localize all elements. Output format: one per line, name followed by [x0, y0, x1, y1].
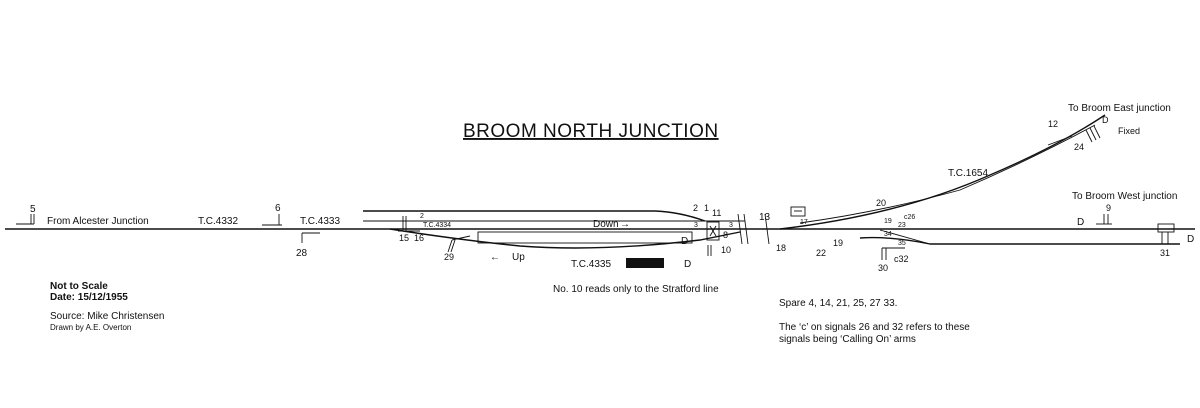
note-stratford: No. 10 reads only to the Stratford line [553, 284, 719, 295]
label-15: 15 [399, 233, 409, 243]
label-8: 8 [723, 230, 728, 240]
label-17: 17 [800, 219, 808, 226]
label-from-alcester: From Alcester Junction [47, 216, 149, 227]
label-c32: c32 [894, 254, 909, 264]
label-24: 24 [1074, 142, 1084, 152]
label-22: 22 [816, 248, 826, 258]
label-tc4334: T.C.4334 [423, 222, 451, 229]
note-source: Source: Mike Christensen [50, 311, 165, 322]
note-calling-on-2: signals being ‘Calling On’ arms [779, 334, 916, 345]
crossing-mark-1 [737, 213, 743, 245]
crossover-west [879, 229, 931, 245]
down-loop-connection [654, 210, 706, 222]
label-d-west: D [1077, 217, 1084, 228]
label-to-broom-west: To Broom West junction [1072, 191, 1177, 202]
signal-31 [1157, 223, 1175, 244]
label-3: 3 [694, 222, 698, 229]
label-to-broom-east: To Broom East junction [1068, 103, 1171, 114]
note-spare: Spare 4, 14, 21, 25, 27 33. [779, 298, 897, 309]
label-1: 1 [704, 203, 709, 213]
label-tc4335: T.C.4335 [571, 259, 611, 270]
diagram-title: BROOM NORTH JUNCTION [463, 121, 719, 142]
track-layout [5, 114, 1195, 268]
signal-8-10 [706, 221, 720, 256]
label-down: Down [593, 219, 619, 230]
signal-9 [1096, 214, 1112, 225]
label-d-end: D [1187, 234, 1194, 245]
signal-15-16 [398, 216, 420, 232]
branch-broom-east-inner [799, 124, 1096, 224]
signal-28 [301, 232, 320, 243]
signal-30 [881, 247, 905, 260]
label-18: 18 [776, 243, 786, 253]
note-calling-on-1: The ‘c’ on signals 26 and 32 refers to t… [779, 322, 970, 333]
down-arrow: → [620, 219, 630, 230]
label-34: 34 [884, 231, 892, 238]
label-12: 12 [1048, 119, 1058, 129]
up-arrow: ← [490, 252, 500, 263]
label-fixed: Fixed [1118, 126, 1140, 136]
note-date: Date: 15/12/1955 [50, 292, 128, 303]
signals [16, 125, 1175, 260]
label-6: 6 [275, 203, 281, 214]
signal-29 [447, 235, 471, 253]
ground-frame-box [790, 206, 806, 217]
label-d-east: D [1102, 115, 1109, 125]
label-c26: c26 [904, 214, 915, 221]
label-5: 5 [30, 204, 36, 215]
label-16: 16 [414, 233, 424, 243]
label-31: 31 [1160, 248, 1170, 258]
label-19-upper: 19 [884, 218, 892, 225]
label-d-lower: D [684, 259, 691, 270]
platform-outline [477, 231, 693, 244]
signal-5 [16, 214, 35, 225]
label-tc4333: T.C.4333 [300, 216, 340, 227]
label-20: 20 [876, 198, 886, 208]
label-2: 2 [420, 213, 424, 220]
notes-right: Spare 4, 14, 21, 25, 27 33. The ‘c’ on s… [779, 298, 970, 345]
label-29: 29 [444, 252, 454, 262]
note-drawn-by: Drawn by A.E. Overton [50, 323, 131, 332]
label-23: 23 [898, 222, 906, 229]
signal-12-24 [1047, 125, 1101, 146]
label-30: 30 [878, 263, 888, 273]
label-tc1654: T.C.1654 [948, 168, 988, 179]
crossing-mark-3 [764, 213, 770, 245]
note-not-to-scale: Not to Scale [50, 281, 108, 292]
crossing-mark-2 [743, 213, 749, 245]
platform-block [626, 258, 664, 268]
branch-broom-west [859, 236, 1180, 245]
label-11: 11 [712, 208, 721, 218]
label-tc4332: T.C.4332 [198, 216, 238, 227]
notes-left: Not to Scale Date: 15/12/1955 Source: Mi… [50, 281, 165, 332]
branch-broom-east [779, 114, 1106, 230]
label-9: 9 [1106, 203, 1111, 213]
label-35: 35 [898, 240, 906, 247]
label-d-platform: D [681, 236, 688, 247]
label-28: 28 [296, 248, 308, 259]
label-up: Up [512, 252, 525, 263]
signal-6 [262, 214, 282, 226]
up-loop [389, 228, 741, 249]
label-13: 13 [759, 212, 771, 223]
label-4-area: 3 [729, 222, 733, 229]
label-19-lower: 19 [833, 238, 843, 248]
label-2-top: 2 [693, 203, 698, 213]
label-10: 10 [721, 245, 731, 255]
